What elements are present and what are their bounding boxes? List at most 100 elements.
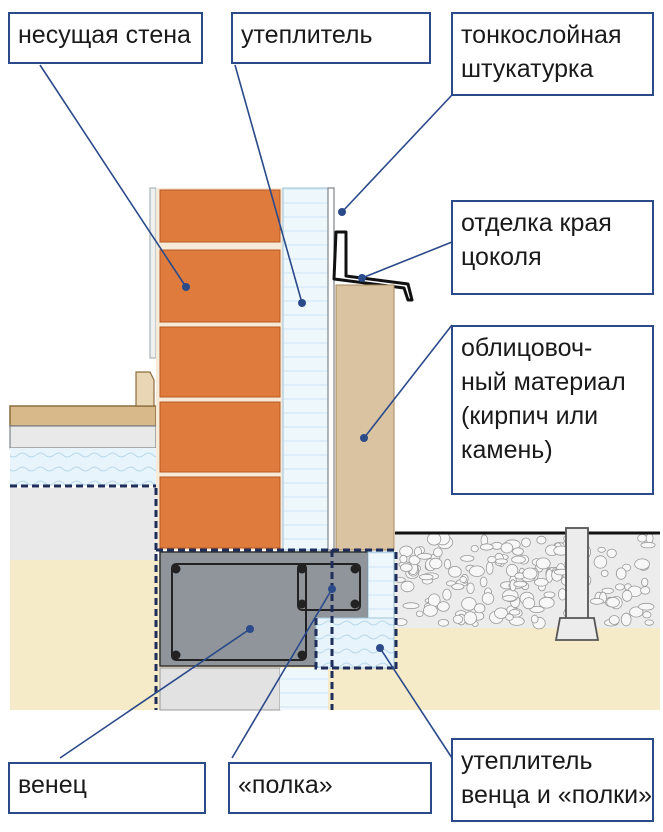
pebble	[640, 541, 656, 549]
label-shelf: «полка»	[228, 762, 432, 814]
pebble	[534, 577, 549, 587]
pebble	[641, 577, 649, 587]
pebble	[615, 583, 625, 591]
pebble	[437, 601, 450, 612]
shelf-insulation	[315, 617, 395, 669]
pebble	[593, 555, 608, 569]
crown-insulation-upper	[367, 551, 395, 619]
pebble	[422, 604, 438, 617]
interior-floor	[9, 371, 157, 560]
pebble	[535, 557, 551, 570]
label-crown-shelf-insulation: утеплитель венца и «полки»	[451, 738, 654, 822]
pebble	[470, 544, 479, 553]
pebble	[513, 580, 527, 588]
pebble	[608, 615, 620, 625]
pebble	[459, 576, 467, 583]
pebble	[468, 565, 485, 577]
pebble	[400, 580, 415, 593]
pebble	[502, 595, 517, 602]
waterproofing-outline	[154, 488, 398, 710]
pebble	[443, 558, 451, 570]
pebble	[590, 597, 604, 605]
pebble	[460, 555, 475, 562]
brick	[159, 401, 281, 473]
pebble	[437, 618, 449, 627]
label-insulation: утеплитель	[231, 12, 431, 64]
pebble	[399, 554, 408, 564]
pebble	[645, 533, 654, 544]
pebble	[463, 611, 477, 625]
foundation-lower	[159, 667, 281, 711]
label-plinth-edge-finish: отделка края цоколя	[451, 200, 654, 295]
pebble	[522, 567, 538, 580]
pebble	[512, 547, 524, 556]
pebble	[399, 563, 413, 572]
pebble	[479, 543, 494, 551]
brick	[159, 189, 281, 243]
pebble	[402, 602, 420, 610]
pebble	[538, 596, 555, 609]
pebble	[485, 561, 494, 575]
label-load-bearing-wall: несущая стена	[8, 12, 203, 64]
pebble	[466, 582, 475, 595]
pebble	[529, 605, 545, 613]
pebble	[637, 534, 648, 543]
pebble	[433, 547, 443, 558]
pebble	[543, 591, 556, 599]
gravel-backfill	[394, 531, 660, 630]
brick	[159, 476, 281, 549]
wall-insulation	[282, 187, 329, 551]
pebble	[448, 565, 462, 578]
pebble	[642, 611, 652, 619]
facing-material	[335, 284, 395, 551]
pebble	[481, 592, 495, 605]
pebble	[601, 587, 614, 594]
pebble	[479, 576, 488, 588]
pebble	[509, 609, 521, 616]
leader-lines	[39, 64, 453, 759]
brick-wall	[149, 187, 283, 550]
fence-post	[554, 527, 600, 641]
label-crown: венец	[8, 762, 206, 814]
pebble	[522, 597, 536, 610]
pebble	[629, 606, 644, 618]
pebble	[461, 597, 477, 611]
pebble	[634, 558, 650, 570]
pebble	[399, 545, 414, 558]
pebble	[606, 596, 620, 608]
pebble	[638, 602, 655, 611]
pebble	[500, 542, 514, 554]
leader-dots	[182, 208, 384, 652]
pebble	[474, 603, 486, 614]
pebble	[429, 557, 443, 570]
pebble	[505, 613, 514, 621]
pebble	[621, 589, 633, 602]
pebble	[597, 546, 606, 553]
pebble	[530, 614, 539, 624]
pebble	[487, 555, 497, 564]
pebble	[408, 555, 421, 566]
pebble	[442, 588, 452, 601]
pebble	[620, 612, 632, 627]
pebble	[452, 614, 464, 624]
pebble	[417, 552, 433, 560]
foundation-insulation-lower	[280, 668, 328, 710]
pebble	[494, 607, 509, 619]
pebble	[511, 555, 526, 564]
pebble	[640, 586, 651, 595]
pebble	[495, 558, 508, 565]
label-facing-material: облицовоч- ный материал (кирпич или каме…	[451, 325, 654, 495]
plinth-flashing	[332, 230, 414, 302]
pebble	[606, 548, 617, 558]
brick	[159, 249, 281, 323]
pebble	[615, 567, 627, 580]
brick	[159, 326, 281, 398]
pebble	[536, 535, 547, 545]
label-thin-plaster: тонкослойная штукатурка	[451, 12, 654, 96]
thin-plaster-layer	[327, 187, 335, 551]
pebble	[521, 537, 531, 548]
pebble	[600, 569, 609, 578]
pebble	[415, 610, 424, 617]
